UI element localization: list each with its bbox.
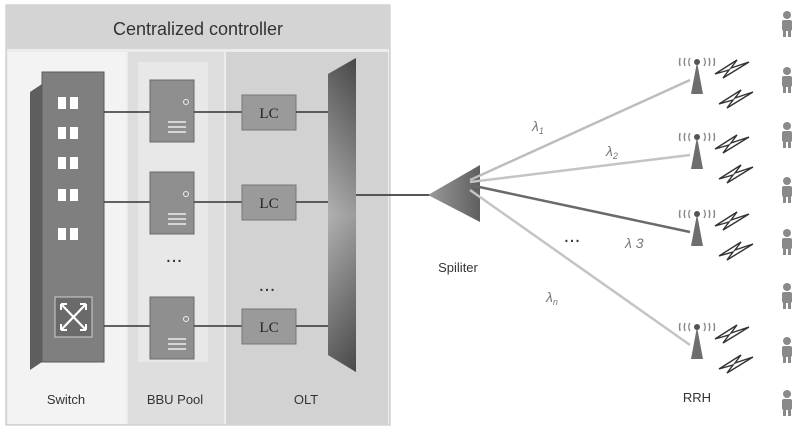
- user-icon: [782, 177, 792, 203]
- user-icon: [782, 283, 792, 309]
- wavelength-3: λ 3: [624, 235, 644, 251]
- lc-label: LC: [259, 196, 278, 212]
- lc-box: LC: [242, 95, 296, 130]
- switch-label: Switch: [47, 392, 85, 407]
- bbu-pool-label: BBU Pool: [147, 392, 203, 407]
- switch-device: [30, 72, 104, 370]
- lightning-icon: [719, 355, 753, 373]
- rrh-label: RRH: [683, 390, 711, 405]
- wavelength-1: λ1: [531, 118, 544, 136]
- olt-label: OLT: [294, 392, 318, 407]
- user-icon: [782, 390, 792, 416]
- lc-label: LC: [259, 320, 278, 336]
- rrh-antenna: [680, 323, 753, 373]
- wavelength-n: λn: [545, 289, 558, 307]
- splitter-label: Spiliter: [438, 260, 478, 275]
- controller-title: Centralized controller: [113, 19, 283, 39]
- fiber-ellipsis: ...: [564, 225, 581, 247]
- rrh-antenna: [680, 210, 753, 260]
- bbu-unit: [150, 297, 194, 359]
- lc-box: LC: [242, 309, 296, 344]
- olt-device: [328, 58, 356, 372]
- lightning-icon: [719, 90, 753, 108]
- lc-label: LC: [259, 106, 278, 122]
- rrh-antenna: [680, 133, 753, 183]
- lc-box: LC: [242, 185, 296, 220]
- user-icon: [782, 122, 792, 148]
- lightning-icon: [715, 212, 749, 230]
- rrh-group: [680, 58, 753, 373]
- user-group: [782, 11, 792, 416]
- fiber-n: [470, 190, 690, 345]
- lc-ellipsis: ...: [259, 274, 276, 296]
- distribution-fibers: [470, 80, 690, 345]
- bbu-unit: [150, 80, 194, 142]
- lightning-icon: [715, 325, 749, 343]
- bbu-ellipsis: ...: [166, 245, 183, 267]
- wavelength-2: λ2: [605, 143, 618, 161]
- fiber-2: [470, 155, 690, 182]
- user-icon: [782, 229, 792, 255]
- rrh-antenna: [680, 58, 753, 108]
- user-icon: [782, 11, 792, 37]
- user-icon: [782, 337, 792, 363]
- lightning-icon: [715, 60, 749, 78]
- bbu-unit: [150, 172, 194, 234]
- user-icon: [782, 67, 792, 93]
- lightning-icon: [719, 165, 753, 183]
- lightning-icon: [715, 135, 749, 153]
- switch-cross-icon: [55, 297, 92, 337]
- lightning-icon: [719, 242, 753, 260]
- fiber-1: [470, 80, 690, 180]
